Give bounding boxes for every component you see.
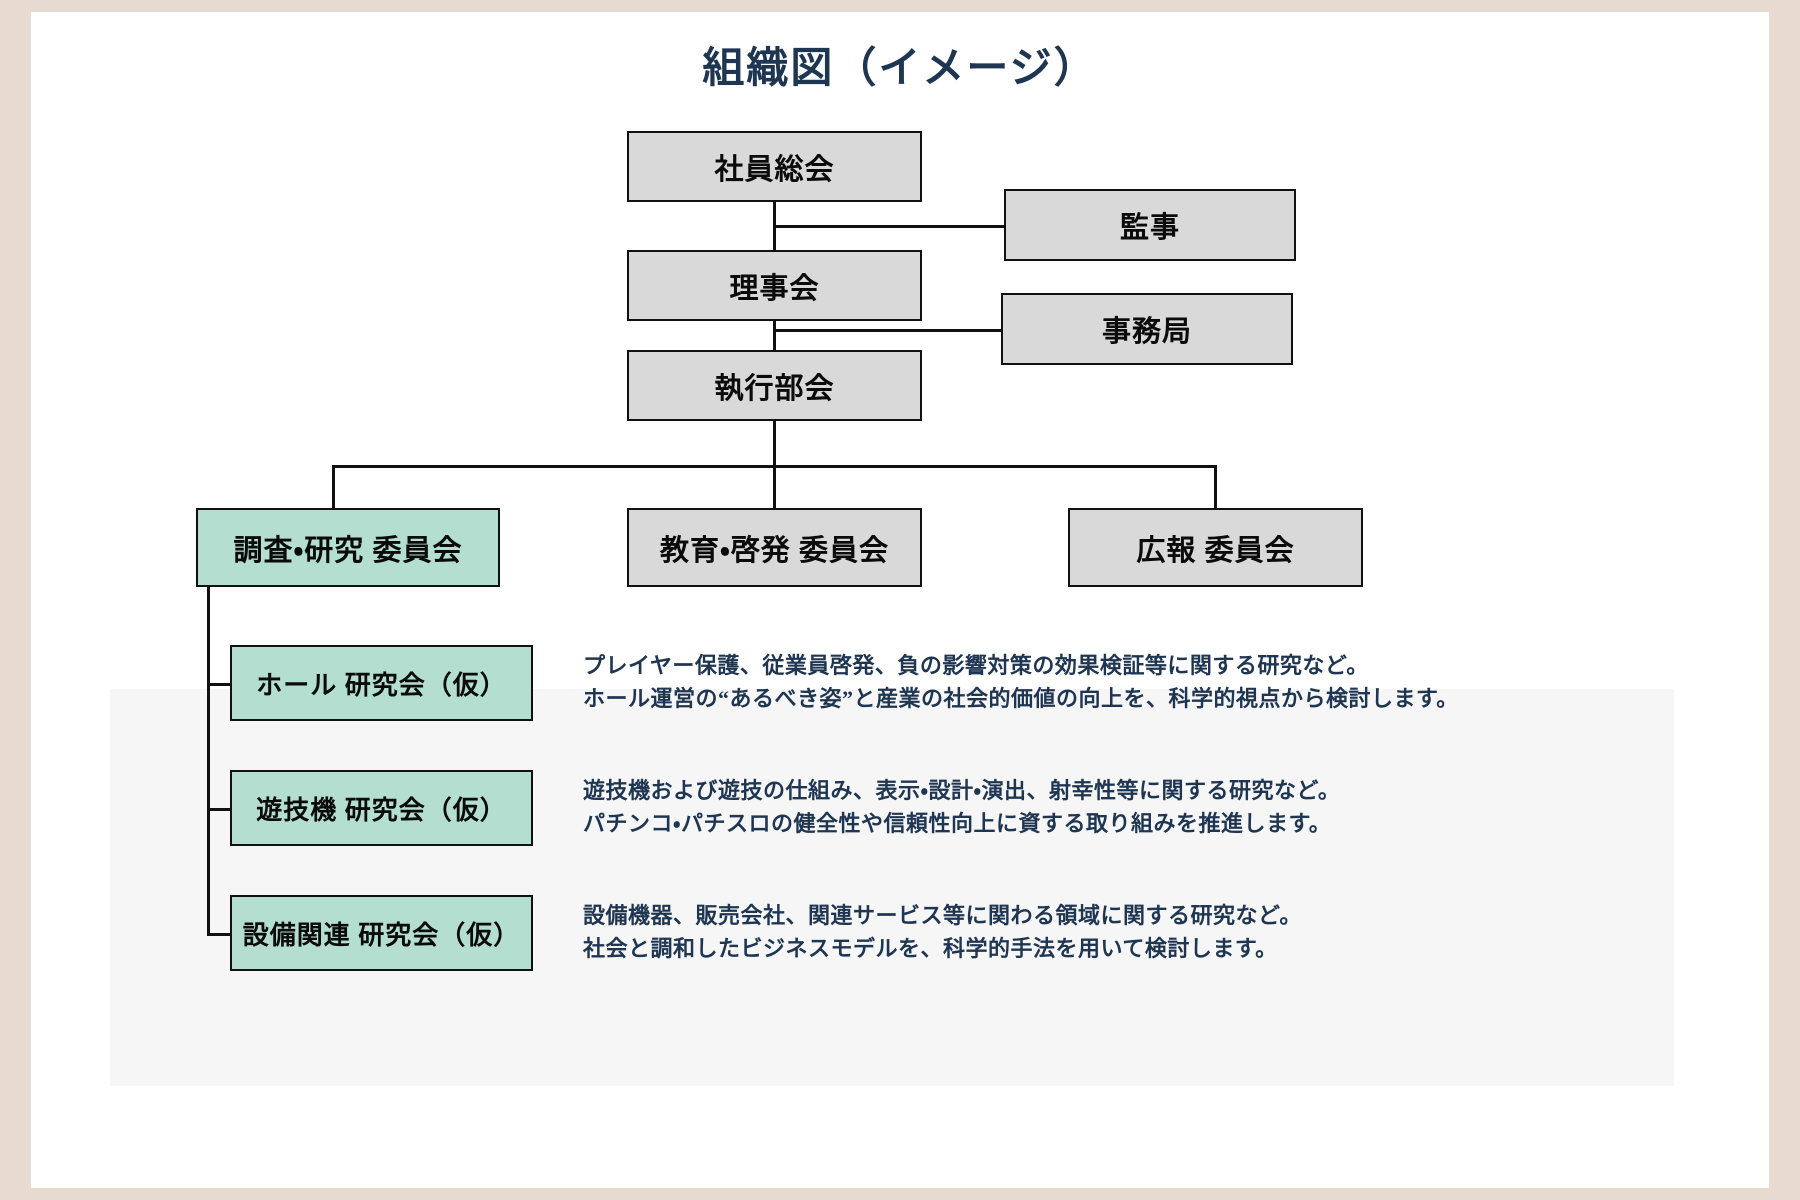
committee-box-education[interactable]: 教育・啓発 委員会: [627, 508, 922, 587]
research-group-label-hall: ホール 研究会（仮）: [256, 670, 507, 700]
node-secretariat[interactable]: 事務局: [1001, 293, 1293, 365]
diagram-canvas: 組織図（イメージ） 社員総会 監事 理事会 事務局 執行部会 調査・研究 委員会: [31, 12, 1769, 1188]
node-secretariat-label: 事務局: [1101, 316, 1192, 348]
connector-elbow-group-2: [207, 808, 231, 811]
connector-assembly-to-auditor: [773, 225, 1004, 228]
committee-label-education: 教育・啓発 委員会: [659, 534, 890, 567]
node-board-of-directors[interactable]: 理事会: [627, 250, 922, 321]
connector-elbow-group-1: [207, 683, 231, 686]
node-general-assembly[interactable]: 社員総会: [627, 131, 922, 202]
research-group-desc-hall: プレイヤー保護、従業員啓発、負の影響対策の効果検証等に関する研究など。 ホール運…: [583, 653, 1459, 711]
connector-drop-committee-2: [773, 465, 776, 510]
node-board-label: 理事会: [729, 272, 820, 305]
connector-executive-trunk: [773, 420, 776, 468]
node-executive-committee[interactable]: 執行部会: [627, 350, 922, 421]
research-group-box-equipment[interactable]: 設備関連 研究会（仮）: [230, 895, 533, 971]
research-group-label-machines: 遊技機 研究会（仮）: [256, 795, 507, 825]
connector-elbow-group-3: [207, 933, 231, 936]
node-general-assembly-label: 社員総会: [714, 153, 835, 186]
node-auditor-label: 監事: [1119, 212, 1180, 244]
committee-label-pr: 広報 委員会: [1136, 534, 1295, 567]
committee-label-research: 調査・研究 委員会: [233, 534, 463, 567]
research-group-box-hall[interactable]: ホール 研究会（仮）: [230, 645, 533, 721]
connector-board-to-executive: [773, 320, 776, 370]
connector-research-spine: [207, 587, 210, 935]
research-group-desc-machines: 遊技機および遊技の仕組み、表示・設計・演出、射幸性等に関する研究など。 パチンコ…: [583, 778, 1341, 836]
research-group-label-equipment: 設備関連 研究会（仮）: [242, 920, 521, 950]
research-groups-panel: [110, 689, 1674, 1086]
connector-drop-committee-3: [1214, 465, 1217, 510]
committee-box-research[interactable]: 調査・研究 委員会: [196, 508, 500, 587]
connector-board-to-secretariat: [773, 329, 1001, 332]
committee-box-pr[interactable]: 広報 委員会: [1068, 508, 1363, 587]
page-title: 組織図（イメージ）: [702, 46, 1098, 92]
node-auditor[interactable]: 監事: [1004, 189, 1296, 261]
connector-drop-committee-1: [332, 465, 335, 510]
research-group-box-machines[interactable]: 遊技機 研究会（仮）: [230, 770, 533, 846]
node-executive-label: 執行部会: [714, 372, 835, 405]
research-group-desc-equipment: 設備機器、販売会社、関連サービス等に関わる領域に関する研究など。 社会と調和した…: [583, 903, 1302, 961]
